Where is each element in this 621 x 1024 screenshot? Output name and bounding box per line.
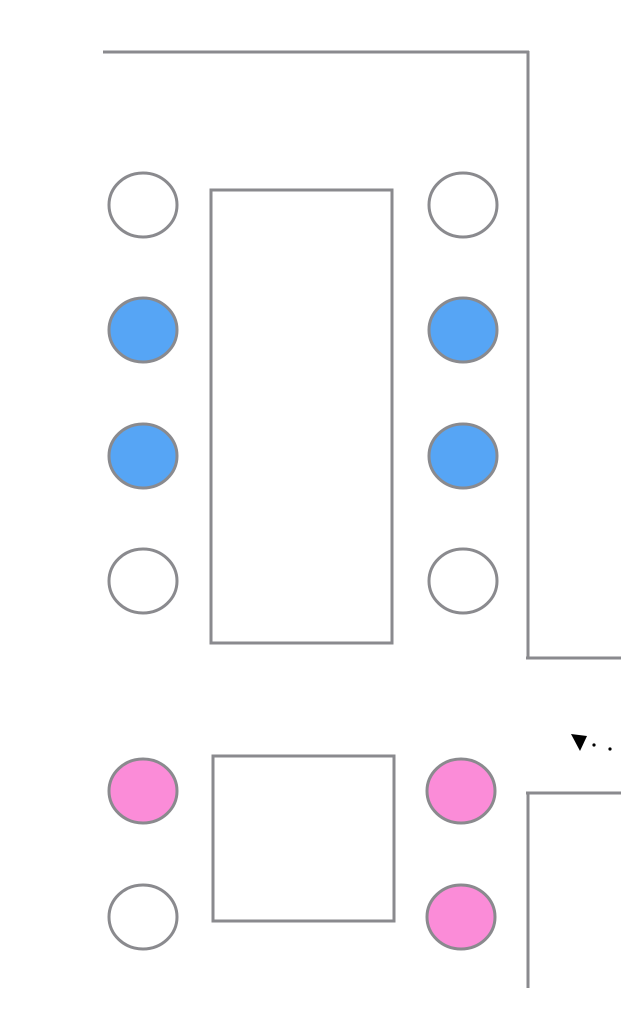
table-1-seat-right-2	[427, 296, 499, 364]
small-table	[211, 754, 396, 923]
table-2-seat-left-2	[107, 883, 179, 951]
table-1-seat-right-4	[427, 547, 499, 615]
entrance-arrow-icon	[571, 734, 612, 751]
room-walls	[103, 50, 621, 988]
large-table	[209, 188, 394, 645]
table-2-seat-right-2	[425, 883, 497, 951]
table-2-seat-right-1	[425, 757, 497, 825]
table-1-seat-right-1	[427, 171, 499, 239]
seats	[107, 171, 499, 951]
table-1-seat-left-2	[107, 296, 179, 364]
table-1-seat-left-1	[107, 171, 179, 239]
table-1-seat-right-3	[427, 422, 499, 490]
table-1-seat-left-4	[107, 547, 179, 615]
table-2-seat-left-1	[107, 757, 179, 825]
table-1-seat-left-3	[107, 422, 179, 490]
